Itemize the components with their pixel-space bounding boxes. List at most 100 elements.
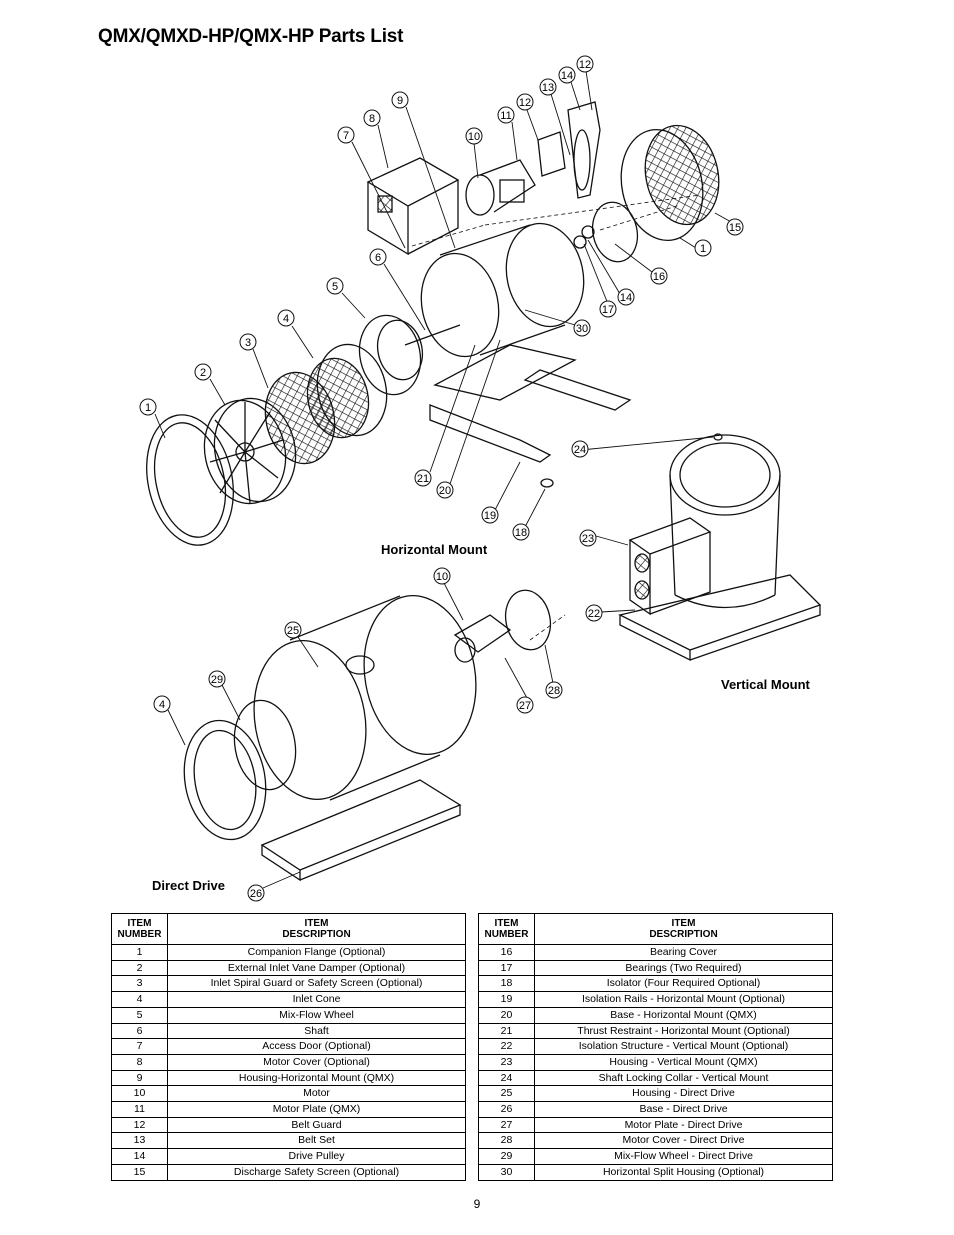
vertical-mount-drawing (618, 434, 822, 662)
svg-text:14: 14 (561, 70, 573, 82)
belt-guard-drawing (537, 101, 601, 199)
item-number-cell: 22 (478, 1038, 535, 1055)
item-number-cell: 5 (111, 1006, 168, 1024)
svg-text:26: 26 (250, 888, 262, 900)
motor-drawing (465, 159, 536, 216)
svg-text:7: 7 (343, 130, 349, 142)
callout-9: 9 (391, 91, 409, 109)
item-description-cell: Base - Horizontal Mount (QMX) (534, 1006, 833, 1024)
svg-text:14: 14 (620, 292, 632, 304)
item-description-cell: Mix-Flow Wheel - Direct Drive (534, 1148, 833, 1165)
callout-10b: 10 (433, 567, 451, 585)
callout-8: 8 (363, 109, 381, 127)
item-number-cell: 11 (111, 1101, 168, 1118)
item-number-cell: 25 (478, 1085, 535, 1103)
bearing-cover-drawing (591, 201, 639, 263)
item-number-cell: 9 (111, 1069, 168, 1087)
item-description-cell: Shaft Locking Collar - Vertical Mount (534, 1069, 833, 1087)
exploded-view-drawing: 1 2 3 4 5 6 7 8 9 10 11 12 13 14 12 14 1… (139, 55, 822, 902)
item-description-cell: Motor (167, 1085, 466, 1103)
discharge-screen-drawing (620, 124, 720, 242)
callout-29: 29 (208, 670, 226, 688)
svg-text:5: 5 (332, 281, 338, 293)
vertical-mount-label: Vertical Mount (721, 677, 810, 692)
page-number: 9 (473, 1197, 481, 1211)
item-description-cell: Horizontal Split Housing (Optional) (534, 1163, 833, 1181)
item-description-cell: External Inlet Vane Damper (Optional) (167, 959, 466, 977)
callout-4b: 4 (153, 695, 171, 713)
item-description-cell: Motor Plate (QMX) (167, 1101, 466, 1118)
item-description-cell: Housing - Direct Drive (534, 1085, 833, 1103)
svg-text:16: 16 (653, 271, 665, 283)
callout-27: 27 (516, 696, 534, 714)
callout-24: 24 (571, 440, 589, 458)
item-description-cell: Motor Cover - Direct Drive (534, 1132, 833, 1150)
item-description-cell: Companion Flange (Optional) (167, 944, 466, 961)
item-number-cell: 13 (111, 1132, 168, 1150)
item-number-cell: 14 (111, 1148, 168, 1165)
svg-text:23: 23 (582, 533, 594, 545)
callout-14b: 14 (617, 288, 635, 306)
callout-28: 28 (545, 681, 563, 699)
callout-15: 15 (726, 218, 744, 236)
item-number-cell: 2 (111, 959, 168, 977)
item-description-cell: Thrust Restraint - Horizontal Mount (Opt… (534, 1022, 833, 1040)
callout-4: 4 (277, 309, 295, 327)
item-description-cell: Drive Pulley (167, 1148, 466, 1165)
item-number-cell: 27 (478, 1116, 535, 1134)
svg-text:18: 18 (515, 527, 527, 539)
item-number-cell: 24 (478, 1069, 535, 1087)
svg-text:10: 10 (436, 571, 448, 583)
callout-1b: 1 (694, 239, 712, 257)
item-number-cell: 12 (111, 1116, 168, 1134)
item-description-cell: Discharge Safety Screen (Optional) (167, 1163, 466, 1181)
svg-text:30: 30 (576, 323, 588, 335)
callout-12a: 12 (516, 93, 534, 111)
svg-text:1: 1 (700, 243, 706, 255)
item-description-cell: Housing - Vertical Mount (QMX) (534, 1053, 833, 1071)
callout-11: 11 (497, 106, 515, 124)
svg-text:22: 22 (588, 608, 600, 620)
item-number-cell: 30 (478, 1163, 535, 1181)
item-description-cell: Bearing Cover (534, 944, 833, 961)
item-description-cell: Motor Plate - Direct Drive (534, 1116, 833, 1134)
callout-20: 20 (436, 481, 454, 499)
item-description-cell: Housing-Horizontal Mount (QMX) (167, 1069, 466, 1087)
svg-text:4: 4 (283, 313, 289, 325)
callout-25: 25 (284, 621, 302, 639)
callout-1: 1 (139, 398, 157, 416)
item-number-cell: 29 (478, 1148, 535, 1165)
callout-10: 10 (465, 127, 483, 145)
bearings-drawing (573, 225, 595, 249)
callout-18: 18 (512, 523, 530, 541)
item-number-cell: 19 (478, 991, 535, 1008)
inlet-cone-drawing (306, 343, 388, 439)
item-number-cell: 15 (111, 1163, 168, 1181)
item-description-cell: Isolation Structure - Vertical Mount (Op… (534, 1038, 833, 1055)
item-description-cell: Motor Cover (Optional) (167, 1053, 466, 1071)
svg-text:17: 17 (602, 304, 614, 316)
svg-text:27: 27 (519, 700, 531, 712)
item-number-cell: 21 (478, 1022, 535, 1040)
horizontal-mount-label: Horizontal Mount (381, 542, 488, 557)
direct-drive-label: Direct Drive (152, 878, 225, 893)
svg-text:8: 8 (369, 113, 375, 125)
